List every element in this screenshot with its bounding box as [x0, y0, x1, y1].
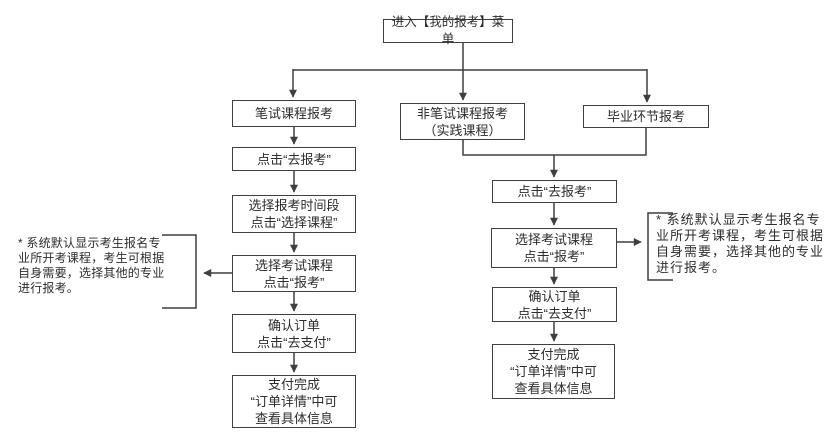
node-enter-my-registration-menu: 进入【我的报考】菜单: [383, 15, 513, 46]
node-written-select-exam-course: 选择考试课程 点击“报考”: [232, 255, 356, 292]
node-non-written-course-registration: 非笔试课程报考 （实践课程）: [400, 103, 525, 140]
left-note-bracket: [162, 234, 197, 309]
note-right-system-default: * 系统默认显示考生报名专 业所开考课程，考生可根据 自身需要，选择其他的专业 …: [656, 212, 825, 275]
note-left-system-default: * 系统默认显示考生报名专 业所开考课程，考生可根据 自身需要，选择其他的专业 …: [18, 236, 165, 295]
node-written-payment-complete: 支付完成 “订单详情”中可 查看具体信息: [232, 375, 356, 428]
node-written-select-time-period: 选择报考时间段 点击“选择课程”: [232, 195, 356, 233]
node-graduation-registration: 毕业环节报考: [583, 105, 709, 128]
node-practical-click-go-register: 点击“去报考”: [492, 180, 617, 203]
node-written-course-registration: 笔试课程报考: [232, 100, 356, 127]
node-written-confirm-order: 确认订单 点击“去支付”: [232, 314, 356, 353]
node-practical-confirm-order: 确认订单 点击“去支付”: [492, 287, 617, 322]
node-written-click-go-register: 点击“去报考”: [232, 147, 356, 171]
node-practical-select-exam-course: 选择考试课程 点击“报考”: [491, 228, 617, 268]
connector-group: [162, 43, 673, 373]
node-practical-payment-complete: 支付完成 “订单详情”中可 查看具体信息: [492, 344, 615, 399]
right-note-bracket: [647, 212, 673, 281]
